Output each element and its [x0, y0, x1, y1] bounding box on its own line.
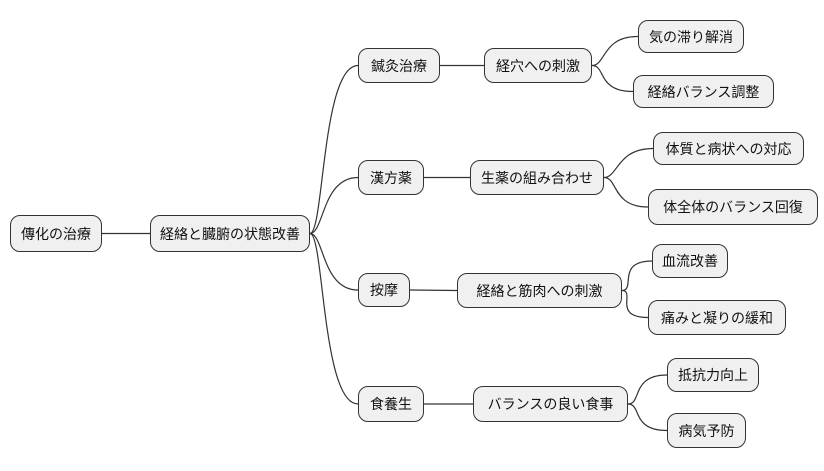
node-root: 傳化の治療 — [10, 215, 102, 252]
node-label-b3c: 経絡と筋肉への刺激 — [476, 282, 603, 299]
node-b2l2: 体全体のバランス回復 — [648, 189, 818, 225]
node-b3c: 経絡と筋肉への刺激 — [457, 273, 622, 308]
node-b1c: 経穴への刺激 — [484, 48, 592, 83]
node-label-b4l2: 病気予防 — [678, 422, 735, 439]
node-label-b2: 漢方薬 — [370, 169, 412, 186]
edge-main-b2 — [309, 176, 359, 235]
node-b4: 食養生 — [358, 386, 424, 422]
node-b1: 鍼灸治療 — [358, 48, 440, 83]
node-label-b2l2: 体全体のバランス回復 — [663, 199, 803, 215]
node-label-b1c: 経穴への刺激 — [496, 57, 580, 74]
node-label-b2c: 生薬の組み合わせ — [481, 169, 593, 186]
node-b4c: バランスの良い食事 — [473, 386, 628, 422]
node-label-b3l1: 血流改善 — [662, 253, 718, 269]
node-b2l1: 体質と病状への対応 — [653, 132, 804, 165]
node-b1l2: 経絡バランス調整 — [633, 75, 774, 108]
node-label-b1l2: 経絡バランス調整 — [647, 83, 760, 100]
node-b4l2: 病気予防 — [667, 413, 746, 448]
node-label-main: 経絡と臓腑の状態改善 — [160, 225, 300, 242]
edge-main-b3 — [309, 232, 359, 291]
node-b4l1: 抵抗力向上 — [667, 358, 759, 392]
edge-b3c-b3l2 — [621, 289, 649, 319]
node-b3l1: 血流改善 — [652, 244, 728, 278]
node-b1l1: 気の滞り解消 — [638, 20, 744, 53]
node-label-b2l1: 体質と病状への対応 — [665, 140, 792, 157]
edge-b1c-b1l1 — [591, 35, 639, 67]
edge-b1c-b1l2 — [591, 64, 634, 93]
edge-main-b4 — [309, 232, 359, 405]
node-label-b4: 食養生 — [370, 396, 412, 412]
node-label-b3: 按摩 — [370, 282, 398, 298]
edge-b3c-b3l1 — [621, 260, 653, 292]
node-b3l2: 痛みと凝りの緩和 — [648, 300, 786, 335]
edge-main-b1 — [309, 64, 359, 235]
node-b3: 按摩 — [358, 273, 410, 307]
edge-b4c-b4l1 — [627, 374, 668, 405]
edge-b4c-b4l2 — [627, 403, 668, 432]
node-label-root: 傳化の治療 — [21, 225, 91, 242]
node-label-b1: 鍼灸治療 — [371, 57, 427, 74]
node-b2: 漢方薬 — [358, 160, 424, 195]
edge-b3-b3c — [409, 289, 458, 292]
edge-b2c-b2l1 — [603, 147, 654, 179]
node-label-b1l1: 気の滞り解消 — [649, 28, 733, 45]
node-main: 経絡と臓腑の状態改善 — [150, 215, 310, 252]
node-label-b4l1: 抵抗力向上 — [678, 367, 748, 383]
node-label-b4c: バランスの良い食事 — [487, 396, 614, 412]
node-label-b3l2: 痛みと凝りの緩和 — [661, 309, 773, 326]
node-b2c: 生薬の組み合わせ — [470, 160, 604, 195]
edge-b2c-b2l2 — [603, 176, 649, 208]
